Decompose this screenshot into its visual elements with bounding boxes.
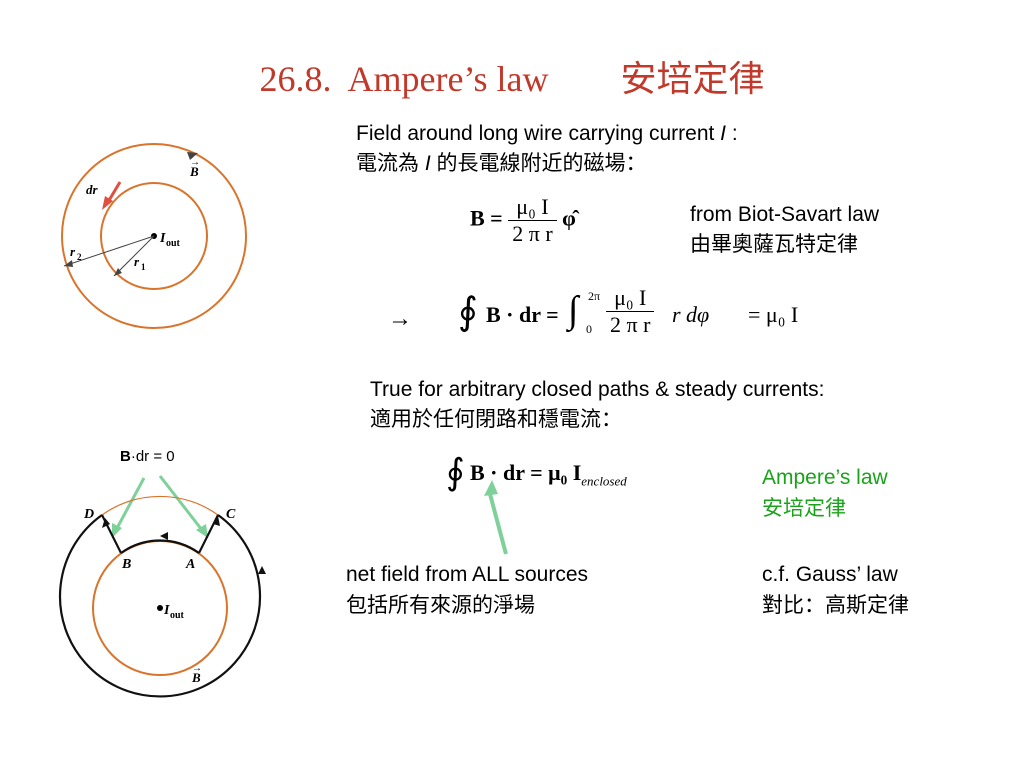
eq1-lhs: B = <box>470 205 503 231</box>
figure-ampere-path: D C B A I out B → <box>58 475 266 698</box>
dr-arrow-icon <box>102 196 113 210</box>
general-statement-chinese: 適用於任何閉路和穩電流： <box>370 408 622 431</box>
outer-arc-arrow-icon <box>258 566 266 574</box>
radius-r1-line <box>113 235 155 277</box>
eq2-arrow: → <box>388 306 412 332</box>
figure-concentric-circles: B → dr I out r 2 r 1 <box>61 143 247 329</box>
d-b-arrow-icon <box>102 518 110 528</box>
gauss-compare-english: c.f. Gauss’ law <box>762 563 898 586</box>
inner-path-arc <box>120 539 200 554</box>
fig2-i-label: I <box>163 603 170 618</box>
fig1-dr-label: dr <box>86 182 99 197</box>
fig1-r1-sub: 1 <box>141 262 146 272</box>
eq1-numerator: μ₀ I <box>508 194 557 221</box>
fig1-b-vec-mark: → <box>190 157 200 168</box>
eq2-result: = μ₀ I <box>748 302 799 327</box>
fig1-b-label: B <box>189 164 199 179</box>
green-arrow-right <box>158 475 204 531</box>
eq3-subscript: enclosed <box>581 473 627 489</box>
green-arrow-left-icon <box>112 523 122 538</box>
intro-current-symbol: I <box>720 122 727 145</box>
green-arrow-left <box>114 477 146 531</box>
a-c-arrow-icon <box>213 516 220 526</box>
intro-text: Field around long wire carrying current <box>356 122 721 145</box>
intro-zh-post: 的長電線附近的磁場： <box>430 152 647 175</box>
biot-savart-chinese: 由畢奧薩瓦特定律 <box>690 233 858 256</box>
eq1-fraction: μ₀ I 2 π r <box>508 194 557 247</box>
intro-zh-pre: 電流為 <box>356 152 425 175</box>
fig1-r2-sub: 2 <box>77 252 82 262</box>
fig2-label-d: D <box>83 507 94 522</box>
biot-savart-english: from Biot-Savart law <box>690 203 880 226</box>
radius-r1-arrow-icon <box>114 268 122 276</box>
fig2-label-b: B <box>121 557 131 572</box>
fig1-i-label: I <box>159 231 166 246</box>
eq2-numerator: μ₀ I <box>606 285 655 312</box>
green-arrow-to-integrand <box>484 480 508 555</box>
intro-chinese: 電流為 I 的長電線附近的磁場： <box>356 151 647 177</box>
outer-circle-arrow-icon <box>187 152 198 160</box>
net-field-english: net field from ALL sources <box>346 563 589 586</box>
intro-zh-current: I <box>424 152 431 175</box>
equation-biot-field: B = μ₀ I 2 π r φ̂ <box>470 194 576 247</box>
eq2-integral-icon: ∫ <box>568 289 579 331</box>
eq2-lower-limit: 0 <box>586 322 592 336</box>
dr-vector <box>106 181 122 203</box>
eq1-phi-hat: φ̂ <box>562 205 576 231</box>
radius-r2-arrow-icon <box>64 260 73 267</box>
bdr-rest: ·dr = 0 <box>130 448 175 465</box>
fig1-i-sub: out <box>166 238 181 249</box>
intro-colon: : <box>726 122 738 145</box>
fig2-label-c: C <box>226 507 236 522</box>
eq1-denominator: 2 π r <box>512 221 553 246</box>
fig1-r1-label: r <box>134 254 140 269</box>
ampere-law-chinese: 安培定律 <box>762 497 846 520</box>
green-arrow-right-icon <box>196 524 208 538</box>
eq2-lhs: B · dr = <box>486 302 559 327</box>
intro-english: Field around long wire carrying current … <box>356 121 738 147</box>
eq3-contour-integral-icon: ∮ <box>446 452 465 492</box>
eq2-fraction: μ₀ I 2 π r <box>606 285 655 338</box>
general-statement-english: True for arbitrary closed paths & steady… <box>370 378 825 401</box>
fig2-i-sub: out <box>170 610 185 621</box>
bdr-zero-label: B·dr = 0 <box>120 448 175 465</box>
inner-circle <box>100 182 208 290</box>
eq2-denominator: 2 π r <box>610 312 651 337</box>
inner-arc-arrow-icon <box>160 532 168 540</box>
gauss-compare-chinese: 對比：高斯定律 <box>762 594 909 617</box>
ampere-law-english: Ampere’s law <box>762 466 888 489</box>
radius-r2-line <box>63 235 155 267</box>
fig2-label-a: A <box>185 557 195 572</box>
fig2-b-vec-mark: → <box>192 663 202 674</box>
eq2-upper-limit: 2π <box>588 289 601 303</box>
fig2-current-dot-icon <box>157 605 163 611</box>
outer-path-arc <box>58 514 262 698</box>
eq2-tail: r dφ <box>672 302 710 327</box>
net-field-chinese: 包括所有來源的淨場 <box>346 594 535 617</box>
fig1-r2-label: r <box>70 244 76 259</box>
slide-title: 26.8. Ampere’s law 安培定律 <box>259 59 765 99</box>
eq3-main: B · dr = μ₀ I <box>470 460 582 485</box>
eq2-fraction-wrap: μ₀ I 2 π r <box>606 285 655 338</box>
bdr-b: B <box>120 448 131 465</box>
eq3-body: B · dr = μ₀ Ienclosed <box>470 460 627 489</box>
outer-top-arc <box>101 495 219 516</box>
fig2-b-vec-label: B <box>191 670 201 685</box>
outer-circle <box>61 143 247 329</box>
eq2-integrand: B · dr = <box>486 302 559 328</box>
eq2-contour-integral-icon: ∮ <box>458 291 478 333</box>
